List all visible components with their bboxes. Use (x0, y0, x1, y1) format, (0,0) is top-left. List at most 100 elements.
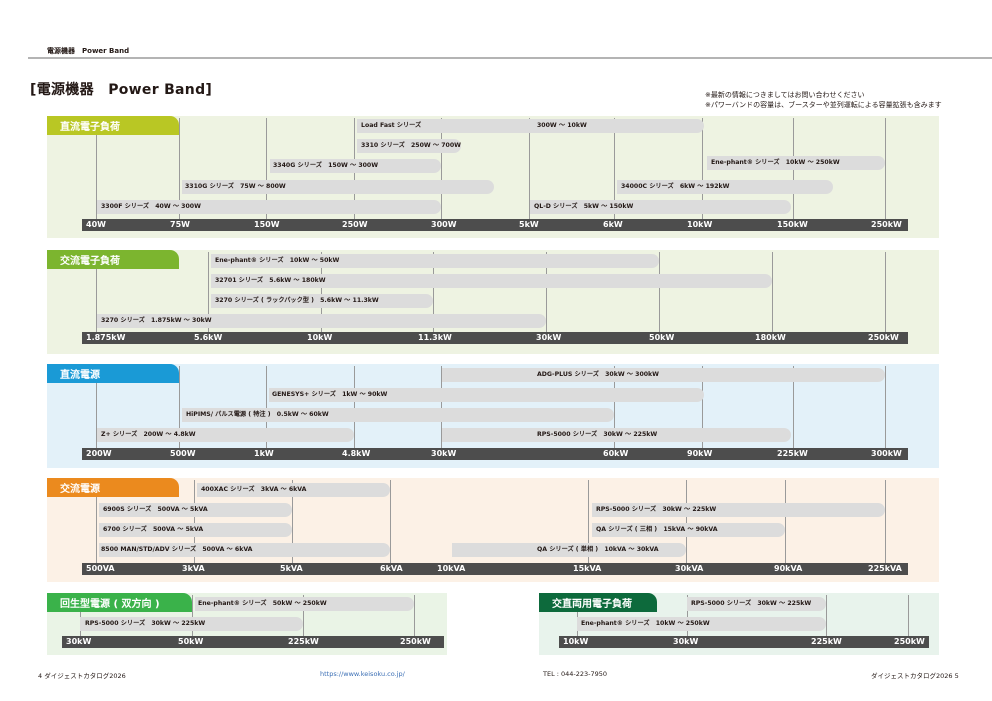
product-band-bar[interactable] (197, 483, 390, 497)
axis-tick-label: 500W (170, 449, 196, 458)
product-band-bar[interactable] (687, 597, 826, 611)
axis-tick-label: 5.6kW (194, 333, 223, 342)
axis-tick-label: 225kW (777, 449, 808, 458)
product-band-bar[interactable] (357, 139, 461, 153)
product-band-bar[interactable] (211, 274, 772, 288)
product-band-label: RPS-5000 シリーズ 30kW ～ 225kW (537, 431, 658, 438)
product-band-bar[interactable] (97, 428, 354, 442)
product-band-bar[interactable] (99, 523, 292, 537)
grid-line (292, 480, 293, 563)
product-band-label: RPS-5000 シリーズ 30kW ～ 225kW (596, 506, 717, 513)
axis-tick-label: 30kVA (675, 564, 704, 573)
axis-tick-label: 6kW (603, 220, 623, 229)
axis-tick-label: 180kW (755, 333, 786, 342)
axis-tick-label: 250W (342, 220, 368, 229)
axis-tick-label: 150W (254, 220, 280, 229)
axis-tick-label: 10kVA (437, 564, 466, 573)
axis-tick-label: 6kVA (380, 564, 403, 573)
grid-line (179, 366, 180, 448)
product-band-bar[interactable] (530, 200, 791, 214)
grid-line (577, 595, 578, 636)
product-band-label: 6700 シリーズ 500VA ～ 5kVA (103, 526, 204, 533)
section-tab: 交直両用電子負荷 (539, 593, 657, 612)
grid-line (266, 366, 267, 448)
product-band-bar[interactable] (617, 180, 833, 194)
product-band-label: ADG-PLUS シリーズ 30kW ～ 300kW (537, 371, 659, 378)
running-header: 電源機器 Power Band (47, 47, 130, 55)
grid-line (441, 118, 442, 219)
grid-line (885, 366, 886, 448)
product-band-bar[interactable] (97, 314, 546, 328)
axis-tick-label: 1.875kW (86, 333, 126, 342)
product-band-bar[interactable] (269, 388, 704, 402)
axis-tick-label: 5kVA (280, 564, 303, 573)
axis-tick-label: 150kW (777, 220, 808, 229)
product-band-bar[interactable] (99, 543, 390, 557)
footer-url-link[interactable]: https://www.keisoku.co.jp/ (320, 670, 405, 678)
product-band-label: RPS-5000 シリーズ 30kW ～ 225kW (691, 600, 812, 607)
product-band-bar[interactable] (80, 617, 303, 631)
product-band-bar[interactable] (182, 180, 494, 194)
axis-tick-label: 30kW (536, 333, 562, 342)
product-band-bar[interactable] (452, 543, 686, 557)
product-band-bar[interactable] (442, 368, 885, 382)
product-band-bar[interactable] (211, 294, 433, 308)
grid-line (390, 480, 391, 563)
product-band-label: 400XAC シリーズ 3kVA ～ 6kVA (201, 486, 307, 493)
product-band-bar[interactable] (211, 254, 659, 268)
page-title: [電源機器 Power Band] (30, 82, 213, 98)
product-band-label: Ene-phant® シリーズ 10kW ～ 250kW (711, 159, 840, 166)
product-band-bar[interactable] (707, 156, 885, 170)
product-band-label: 32701 シリーズ 5.6kW ～ 180kW (215, 277, 326, 284)
product-band-bar[interactable] (270, 159, 441, 173)
axis-tick-label: 10kW (687, 220, 713, 229)
axis-tick-label: 225kVA (868, 564, 902, 573)
axis-tick-label: 225kW (288, 637, 319, 646)
note-line-2: ※パワーバンドの容量は、ブースターや並列運転による容量拡張も含みます (705, 101, 942, 109)
product-band-label: 3310G シリーズ 75W ～ 800W (185, 183, 286, 190)
grid-line (546, 252, 547, 332)
grid-line (686, 480, 687, 563)
product-band-bar[interactable] (577, 617, 826, 631)
axis-tick-label: 4.8kW (342, 449, 371, 458)
grid-line (588, 480, 589, 563)
section-tab: 交流電子負荷 (47, 250, 179, 269)
product-band-bar[interactable] (99, 503, 292, 517)
grid-line (702, 366, 703, 448)
axis-tick-label: 250kW (871, 220, 902, 229)
axis-tick-label: 10kW (563, 637, 589, 646)
product-band-label: GENESYS+ シリーズ 1kW ～ 90kW (272, 391, 388, 398)
footer-page-left: 4 ダイジェストカタログ2026 (38, 672, 126, 680)
product-band-bar[interactable] (182, 408, 614, 422)
grid-line (885, 118, 886, 219)
product-band-bar[interactable] (592, 523, 785, 537)
axis-tick-label: 3kVA (182, 564, 205, 573)
product-band-bar[interactable] (357, 119, 704, 133)
product-band-label: QA シリーズ ( 三相 ) 15kVA ～ 90kVA (596, 526, 718, 533)
grid-line (702, 118, 703, 219)
grid-line (772, 252, 773, 332)
axis-tick-label: 250kW (400, 637, 431, 646)
grid-line (321, 252, 322, 332)
product-band-label: QL-D シリーズ 5kW ～ 150kW (534, 203, 634, 210)
grid-line (96, 118, 97, 219)
grid-line (96, 366, 97, 448)
axis-tick-label: 225kW (811, 637, 842, 646)
grid-line (96, 252, 97, 332)
product-band-label: 3310 シリーズ 250W ～ 700W (361, 142, 461, 149)
product-band-bar[interactable] (195, 597, 414, 611)
axis-tick-label: 200W (86, 449, 112, 458)
product-band-bar[interactable] (97, 200, 441, 214)
product-band-bar[interactable] (592, 503, 885, 517)
axis-tick-label: 40W (86, 220, 106, 229)
product-band-bar[interactable] (442, 428, 791, 442)
grid-line (614, 366, 615, 448)
product-band-label: Ene-phant® シリーズ 50kW ～ 250kW (198, 600, 327, 607)
